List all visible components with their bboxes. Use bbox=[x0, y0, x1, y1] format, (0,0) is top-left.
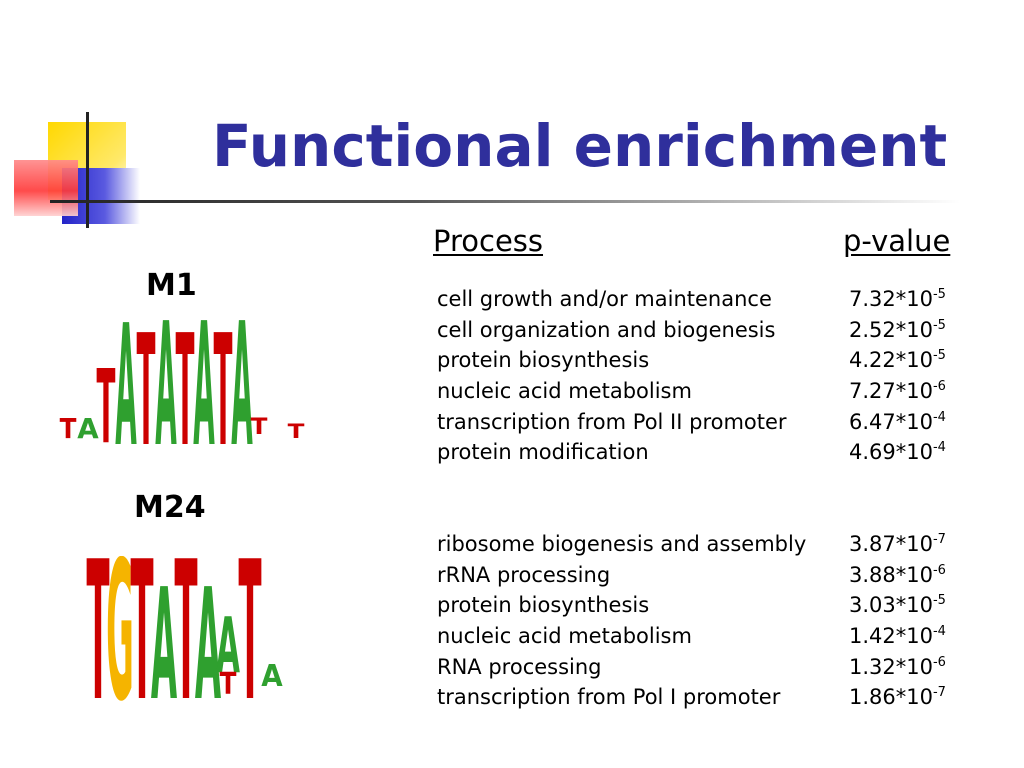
logo-letter-t: T bbox=[251, 414, 268, 439]
table-row: ribosome biogenesis and assembly 3.87*10… bbox=[432, 529, 946, 560]
p-value: 2.52*10-5 bbox=[849, 317, 946, 342]
process-name: ribosome biogenesis and assembly bbox=[437, 532, 807, 557]
m1-process-table: cell growth and/or maintenance 7.32*10-5… bbox=[432, 284, 946, 468]
logo-letter-a: A bbox=[115, 310, 137, 450]
table-row: nucleic acid metabolism 7.27*10-6 bbox=[432, 376, 946, 407]
logo-letter-a: A bbox=[231, 310, 252, 450]
logo-letter-t: T bbox=[214, 310, 233, 450]
table-row: nucleic acid metabolism 1.42*10-4 bbox=[432, 621, 946, 652]
logo-letter-t: T bbox=[86, 556, 109, 701]
logo-letter-a: A bbox=[151, 557, 177, 701]
logo-letter-t: T bbox=[176, 310, 195, 450]
p-value: 1.86*10-7 bbox=[849, 685, 946, 710]
table-row: protein biosynthesis 4.22*10-5 bbox=[432, 345, 946, 376]
table-row: protein biosynthesis 3.03*10-5 bbox=[432, 590, 946, 621]
process-name: cell growth and/or maintenance bbox=[437, 287, 772, 312]
table-row: protein modification 4.69*10-4 bbox=[432, 437, 946, 468]
process-name: RNA processing bbox=[437, 654, 602, 679]
process-name: protein biosynthesis bbox=[437, 348, 650, 373]
logo-letter-a: A bbox=[155, 310, 176, 450]
p-value: 3.88*10-6 bbox=[849, 562, 946, 587]
table-row: transcription from Pol I promoter 1.86*1… bbox=[432, 682, 946, 713]
table-row: cell growth and/or maintenance 7.32*10-5 bbox=[432, 284, 946, 315]
process-name: cell organization and biogenesis bbox=[437, 317, 776, 342]
logo-letter-t: T bbox=[97, 348, 116, 450]
process-column-header: Process bbox=[433, 224, 544, 258]
logo-letter-t: T bbox=[137, 310, 156, 450]
process-name: protein modification bbox=[437, 440, 649, 465]
logo-letter-t: T bbox=[238, 556, 261, 701]
logo-letter-a: A bbox=[195, 557, 221, 701]
logo-letter-t: T bbox=[130, 556, 153, 701]
table-row: cell organization and biogenesis 2.52*10… bbox=[432, 315, 946, 346]
m24-process-table: ribosome biogenesis and assembly 3.87*10… bbox=[432, 529, 946, 713]
logo-letter-t: T bbox=[288, 421, 305, 443]
motif-m24-label: M24 bbox=[134, 490, 206, 525]
p-value: 3.87*10-7 bbox=[849, 532, 946, 557]
process-name: transcription from Pol I promoter bbox=[437, 685, 781, 710]
process-name: rRNA processing bbox=[437, 562, 611, 587]
p-value: 4.22*10-5 bbox=[849, 348, 946, 373]
table-row: rRNA processing 3.88*10-6 bbox=[432, 560, 946, 591]
logo-letter-t: T bbox=[220, 667, 237, 701]
logo-letter-a: A bbox=[216, 601, 240, 690]
p-value: 1.32*10-6 bbox=[849, 654, 946, 679]
p-value: 1.42*10-4 bbox=[849, 624, 946, 649]
p-value: 3.03*10-5 bbox=[849, 593, 946, 618]
logo-letter-t: T bbox=[174, 556, 197, 701]
p-value: 7.32*10-5 bbox=[849, 287, 946, 312]
deco-vertical-line bbox=[86, 112, 89, 228]
logo-letter-g: G bbox=[106, 556, 134, 701]
logo-letter-a: A bbox=[77, 413, 99, 445]
process-name: nucleic acid metabolism bbox=[437, 624, 692, 649]
p-value: 7.27*10-6 bbox=[849, 379, 946, 404]
slide-title: Functional enrichment bbox=[212, 112, 948, 180]
p-value: 6.47*10-4 bbox=[849, 409, 946, 434]
logo-letter-a: A bbox=[193, 310, 214, 450]
process-name: protein biosynthesis bbox=[437, 593, 650, 618]
motif-m1-label: M1 bbox=[146, 268, 197, 303]
pvalue-column-header: p-value bbox=[843, 224, 951, 258]
table-row: transcription from Pol II promoter 6.47*… bbox=[432, 406, 946, 437]
process-name: transcription from Pol II promoter bbox=[437, 409, 787, 434]
deco-red-square bbox=[14, 160, 78, 216]
logo-letter-t: T bbox=[60, 414, 77, 446]
deco-horizontal-line bbox=[50, 200, 960, 203]
logo-letter-a: A bbox=[261, 658, 283, 693]
table-row: RNA processing 1.32*10-6 bbox=[432, 651, 946, 682]
process-name: nucleic acid metabolism bbox=[437, 379, 692, 404]
p-value: 4.69*10-4 bbox=[849, 440, 946, 465]
